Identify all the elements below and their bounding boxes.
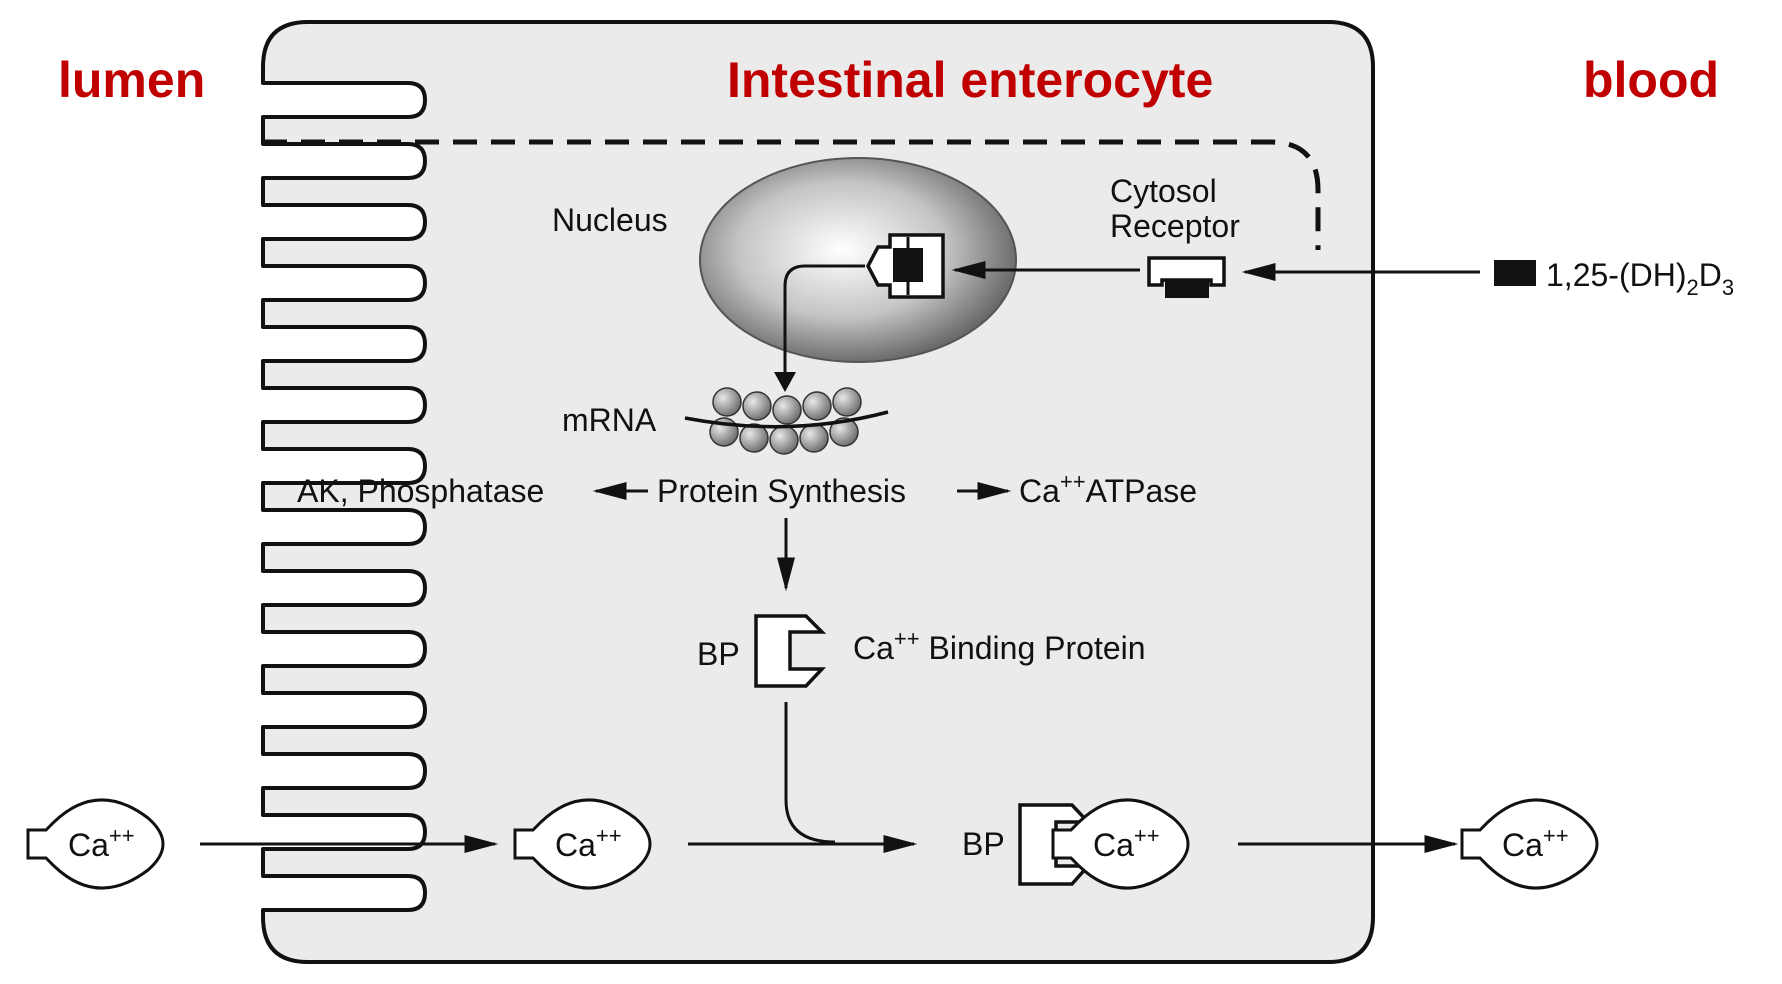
ak-phosphatase-label: AK, Phosphatase: [297, 473, 544, 509]
cytosol-receptor: [1147, 256, 1226, 287]
bp-label: BP: [697, 636, 740, 672]
cytosol-receptor-label-2: Receptor: [1110, 208, 1240, 244]
ribosome: [742, 391, 772, 421]
ribosome: [802, 391, 832, 421]
mrna-strand: [684, 410, 889, 429]
ca-binding-protein-label: Ca++ Binding Protein: [853, 626, 1146, 666]
hormone-bound-receptor: [1165, 279, 1209, 298]
nucleus: [699, 157, 1017, 363]
ca-atpase-label: Ca++ATPase: [1019, 469, 1197, 509]
vitamin-d-label: 1,25-(DH)2D3: [1546, 257, 1734, 300]
bp-ca-complex: BP Ca++: [962, 798, 1190, 890]
ca-ion-cytosol: Ca++: [513, 798, 652, 890]
bp-joins-arrow: [784, 702, 836, 844]
cell-membrane: [261, 20, 1375, 964]
vitamin-d-hormone-icon: [1494, 260, 1536, 286]
hormone-in-nucleus: [893, 248, 923, 282]
bp-complex-label: BP: [962, 826, 1005, 862]
ribosome: [769, 425, 799, 455]
dashed-pathway: [263, 139, 1321, 250]
protein-synthesis-label: Protein Synthesis: [657, 473, 906, 509]
ribosome: [832, 387, 862, 417]
ca-ion-lumen: Ca++: [26, 798, 165, 890]
ribosome: [772, 395, 802, 425]
lumen-label: lumen: [58, 52, 205, 108]
ca-ion-blood: Ca++: [1460, 798, 1599, 890]
arrow-nucleus-to-mrna: [783, 264, 865, 388]
blood-label: blood: [1583, 52, 1719, 108]
ribosome: [799, 423, 829, 453]
ribosome: [739, 423, 769, 453]
ribosome: [712, 387, 742, 417]
nucleus-label: Nucleus: [552, 202, 668, 238]
svg-text:Ca++: Ca++: [68, 823, 135, 863]
binding-protein-shape: [754, 614, 827, 688]
svg-text:Ca++: Ca++: [1502, 823, 1569, 863]
cytosol-receptor-label-1: Cytosol: [1110, 173, 1217, 209]
cell-title: Intestinal enterocyte: [727, 52, 1213, 108]
svg-text:Ca++: Ca++: [555, 823, 622, 863]
ribosome: [829, 417, 859, 447]
mrna-label: mRNA: [562, 402, 657, 438]
svg-text:Ca++: Ca++: [1093, 823, 1160, 863]
